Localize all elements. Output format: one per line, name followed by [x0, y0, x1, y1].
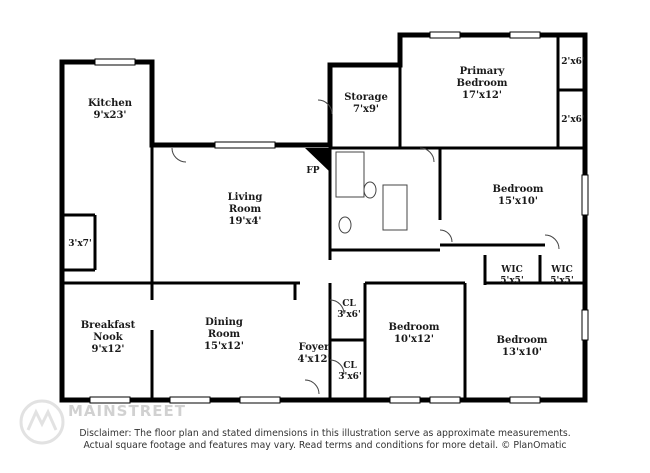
fireplace-label: FP [306, 166, 319, 176]
closet-bottom-size: 3'x6' [338, 372, 361, 382]
disclaimer-line-2: Actual square footage and features may v… [83, 440, 567, 451]
disclaimer-line-1: Disclaimer: The floor plan and stated di… [79, 428, 571, 439]
closet-bottom-name: CL [343, 361, 357, 371]
interior-walls [62, 35, 585, 400]
fireplace [305, 148, 330, 172]
primary-name-2: Bedroom [457, 78, 508, 89]
closet-left-size: 3'x7' [68, 239, 91, 249]
living-size: 19'x4' [229, 216, 262, 227]
closet-top-size: 3'x6' [337, 310, 360, 320]
breakfast-size: 9'x12' [92, 344, 125, 355]
dining-name-1: Dining [205, 317, 243, 328]
bedroom-middle-size: 10'x12' [394, 334, 434, 345]
primary-size: 17'x12' [462, 90, 502, 101]
disclaimer: Disclaimer: The floor plan and stated di… [0, 428, 650, 452]
kitchen-size: 9'x23' [94, 110, 127, 121]
bedroom-bottom-right-name: Bedroom [497, 335, 548, 346]
bedroom-bottom-right-size: 13'x10' [502, 347, 542, 358]
foyer-size: 4'x12' [298, 354, 331, 365]
breakfast-name-1: Breakfast [81, 320, 136, 331]
dining-name-2: Room [208, 329, 241, 340]
primary-closet-bottom-size: 2'x6' [561, 115, 584, 125]
dining-size: 15'x12' [204, 341, 244, 352]
bedroom-middle-name: Bedroom [389, 322, 440, 333]
wic-2-size: 5'x5' [550, 276, 573, 286]
watermark-text: MAINSTREET [68, 402, 186, 420]
living-name-2: Room [229, 204, 262, 215]
brand-logo-icon [19, 399, 65, 445]
storage-size: 7'x9' [353, 104, 379, 115]
living-name-1: Living [228, 192, 263, 203]
windows [89, 31, 589, 404]
breakfast-name-2: Nook [93, 332, 123, 343]
bathroom-fixtures [335, 151, 408, 234]
wic-2-name: WIC [550, 265, 572, 275]
wic-1-size: 5'x5' [500, 276, 523, 286]
primary-closet-top-size: 2'x6' [561, 57, 584, 67]
kitchen-name: Kitchen [88, 98, 133, 109]
bedroom-right-size: 15'x10' [498, 196, 538, 207]
door-arcs [171, 99, 560, 395]
wic-1-name: WIC [500, 265, 522, 275]
storage-name: Storage [344, 92, 388, 103]
bedroom-right-name: Bedroom [493, 184, 544, 195]
closet-top-name: CL [342, 299, 356, 309]
foyer-name: Foyer [299, 342, 330, 353]
primary-name-1: Primary [460, 66, 506, 77]
